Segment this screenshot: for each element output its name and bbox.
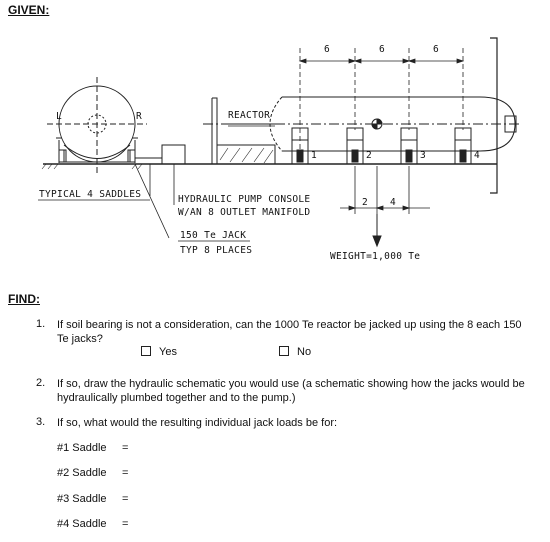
dim-bottom-1: 2 bbox=[362, 197, 369, 208]
dim-top-1: 6 bbox=[324, 44, 331, 55]
yes-checkbox[interactable] bbox=[141, 346, 151, 356]
callout-saddles: TYPICAL 4 SADDLES bbox=[39, 189, 142, 200]
weight-label: WEIGHT=1,000 Te bbox=[330, 251, 421, 262]
side-view-foundation bbox=[211, 97, 276, 164]
dim-top-2: 6 bbox=[379, 44, 386, 55]
saddle-number-3: 3 bbox=[420, 150, 427, 161]
side-view-saddles bbox=[291, 127, 472, 165]
hydraulic-pump-console bbox=[161, 144, 186, 165]
end-view-jacks bbox=[58, 149, 136, 163]
reactor-vessel bbox=[203, 96, 522, 152]
saddle-3-equals: = bbox=[122, 493, 129, 505]
ground-hatch bbox=[41, 163, 143, 170]
question-2-line2: hydraulically plumbed together and to th… bbox=[57, 392, 296, 404]
given-header: GIVEN: bbox=[8, 3, 50, 17]
question-1-line1: If soil bearing is not a consideration, … bbox=[57, 319, 522, 331]
saddle-number-1: 1 bbox=[311, 150, 318, 161]
no-checkbox[interactable] bbox=[279, 346, 289, 356]
saddle-2-label: #2 Saddle bbox=[57, 467, 107, 479]
dim-bottom-2: 4 bbox=[390, 197, 397, 208]
saddle-2-equals: = bbox=[122, 467, 129, 479]
saddle-1-equals: = bbox=[122, 442, 129, 454]
question-2-line1: If so, draw the hydraulic schematic you … bbox=[57, 378, 525, 390]
option-no[interactable]: No bbox=[279, 346, 311, 358]
center-of-gravity-symbol bbox=[371, 118, 383, 130]
no-label: No bbox=[297, 346, 312, 358]
question-1-number: 1. bbox=[36, 318, 46, 330]
find-header: FIND: bbox=[8, 292, 40, 306]
end-view-vessel bbox=[47, 77, 147, 175]
top-dimension-lines bbox=[298, 48, 465, 160]
callout-console-line1: HYDRAULIC PUMP CONSOLE bbox=[178, 194, 311, 205]
saddle-number-4: 4 bbox=[474, 150, 481, 161]
saddle-4-label: #4 Saddle bbox=[57, 518, 107, 530]
saddle-4-equals: = bbox=[122, 518, 129, 530]
question-2-number: 2. bbox=[36, 377, 46, 389]
yes-label: Yes bbox=[159, 346, 177, 358]
question-3-number: 3. bbox=[36, 416, 46, 428]
side-view-jacks bbox=[296, 149, 467, 163]
right-bracket bbox=[490, 37, 498, 194]
saddle-3-label: #3 Saddle bbox=[57, 493, 107, 505]
question-1-line2: Te jacks? bbox=[57, 333, 103, 345]
callout-console-line2: W/AN 8 OUTLET MANIFOLD bbox=[178, 207, 311, 218]
weight-arrow bbox=[372, 214, 382, 248]
leader-lines bbox=[38, 125, 275, 242]
saddle-number-2: 2 bbox=[366, 150, 373, 161]
option-yes[interactable]: Yes bbox=[141, 346, 177, 358]
end-view-right-label: R bbox=[136, 111, 143, 122]
saddle-1-label: #1 Saddle bbox=[57, 442, 107, 454]
reactor-label: REACTOR bbox=[228, 110, 271, 121]
callout-jack-line2: TYP 8 PLACES bbox=[180, 245, 253, 256]
dim-top-3: 6 bbox=[433, 44, 440, 55]
question-3-line1: If so, what would the resulting individu… bbox=[57, 417, 338, 429]
end-view-left-label: L bbox=[56, 111, 63, 122]
callout-jack-line1: 150 Te JACK bbox=[180, 230, 247, 241]
bottom-dimension-lines bbox=[340, 166, 430, 214]
